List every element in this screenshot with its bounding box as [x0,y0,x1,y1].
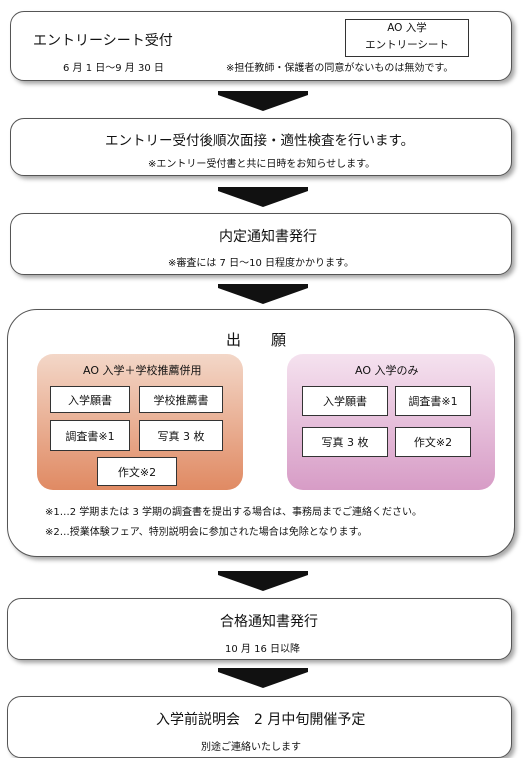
ao-entry-sheet-line1: AO 入学 [387,22,427,34]
step-acceptance-notice-note: 10 月 16 日以降 [225,644,300,655]
step-pre-enrollment-briefing-title: 入学前説明会 2 月中旬開催予定 [156,712,366,728]
step-acceptance-notice: 合格通知書発行 10 月 16 日以降 [7,598,512,660]
doc-photos: 写真 3 枚 [139,420,223,451]
step-acceptance-notice-title: 合格通知書発行 [220,614,318,630]
group-ao-only: AO 入学のみ 入学願書 調査書※1 写真 3 枚 作文※2 [287,354,495,490]
step-interview-note: ※エントリー受付書と共に日時をお知らせします。 [148,159,376,170]
doc-photos: 写真 3 枚 [302,427,388,457]
ao-entry-sheet-line2: エントリーシート [365,39,449,51]
step-pre-enrollment-briefing-note: 別途ご連絡いたします [201,742,301,753]
step-interview-title: エントリー受付後順次面接・適性検査を行います。 [105,133,415,149]
step-application-title: 出 願 [226,331,287,349]
step-application: 出 願 AO 入学＋学校推薦併用 入学願書 学校推薦書 調査書※1 写真 3 枚… [7,309,515,557]
doc-school-recommendation: 学校推薦書 [139,386,223,413]
step-entry-sheet-note: ※担任教師・保護者の同意がないものは無効です。 [226,63,454,74]
group-ao-only-title: AO 入学のみ [355,364,419,377]
application-note-2: ※2…授業体験フェア、特別説明会に参加された場合は免除となります。 [45,527,368,538]
doc-application-form: 入学願書 [50,386,130,413]
doc-essay: 作文※2 [97,457,177,486]
group-ao-plus-recommendation: AO 入学＋学校推薦併用 入学願書 学校推薦書 調査書※1 写真 3 枚 作文※… [37,354,243,490]
flow-arrow-1 [218,91,308,111]
doc-survey-report: 調査書※1 [50,420,130,451]
step-provisional-notice-note: ※審査には 7 日～10 日程度かかります。 [168,258,355,269]
step-provisional-notice: 内定通知書発行 ※審査には 7 日～10 日程度かかります。 [10,213,512,275]
step-pre-enrollment-briefing: 入学前説明会 2 月中旬開催予定 別途ご連絡いたします [7,696,512,758]
flow-arrow-3 [218,284,308,304]
ao-entry-sheet-box: AO 入学 エントリーシート [345,19,469,57]
doc-essay: 作文※2 [395,427,471,457]
step-entry-sheet-title: エントリーシート受付 [33,33,173,49]
doc-application-form: 入学願書 [302,386,388,416]
step-interview: エントリー受付後順次面接・適性検査を行います。 ※エントリー受付書と共に日時をお… [10,118,512,176]
flow-arrow-4 [218,571,308,591]
application-note-1: ※1…2 学期または 3 学期の調査書を提出する場合は、事務局までご連絡ください… [45,507,423,518]
step-entry-sheet-period: 6 月 1 日～9 月 30 日 [63,63,164,74]
step-provisional-notice-title: 内定通知書発行 [219,229,317,245]
flow-arrow-2 [218,187,308,207]
doc-survey-report: 調査書※1 [395,386,471,416]
step-entry-sheet: エントリーシート受付 6 月 1 日～9 月 30 日 ※担任教師・保護者の同意… [10,11,512,81]
group-ao-plus-recommendation-title: AO 入学＋学校推薦併用 [83,364,202,377]
flow-arrow-5 [218,668,308,688]
